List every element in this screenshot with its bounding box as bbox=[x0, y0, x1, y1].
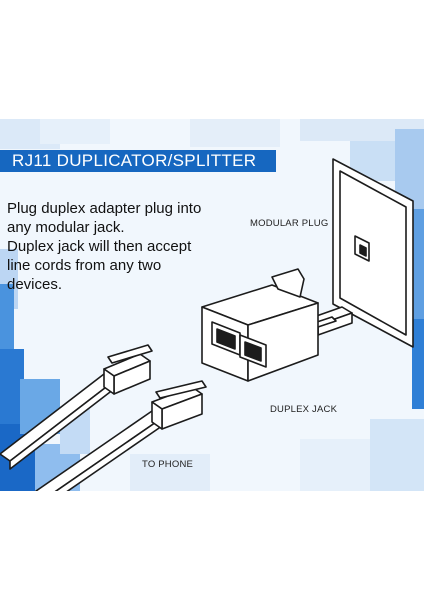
description-text: Plug duplex adapter plug into any modula… bbox=[7, 199, 217, 294]
duplex-jack-label: DUPLEX JACK bbox=[270, 404, 338, 415]
product-graphic: RJ11 DUPLICATOR/SPLITTER Plug duplex ada… bbox=[0, 119, 424, 491]
splitter-illustration bbox=[0, 158, 414, 491]
cord-plug-lower-icon bbox=[35, 380, 207, 491]
description-line-2: any modular jack. bbox=[7, 219, 125, 236]
duplex-jack-icon bbox=[201, 268, 319, 382]
description-line-1: Plug duplex adapter plug into bbox=[7, 200, 202, 217]
modular-plug-label: MODULAR PLUG bbox=[250, 218, 329, 229]
to-phone-label: TO PHONE bbox=[142, 459, 194, 470]
wall-plate-icon bbox=[332, 158, 414, 348]
description-line-3: Duplex jack will then accept bbox=[7, 238, 192, 255]
description-line-4: line cords from any two devices. bbox=[7, 257, 162, 293]
cord-plug-upper-icon bbox=[0, 344, 153, 470]
title-banner: RJ11 DUPLICATOR/SPLITTER bbox=[0, 150, 276, 172]
